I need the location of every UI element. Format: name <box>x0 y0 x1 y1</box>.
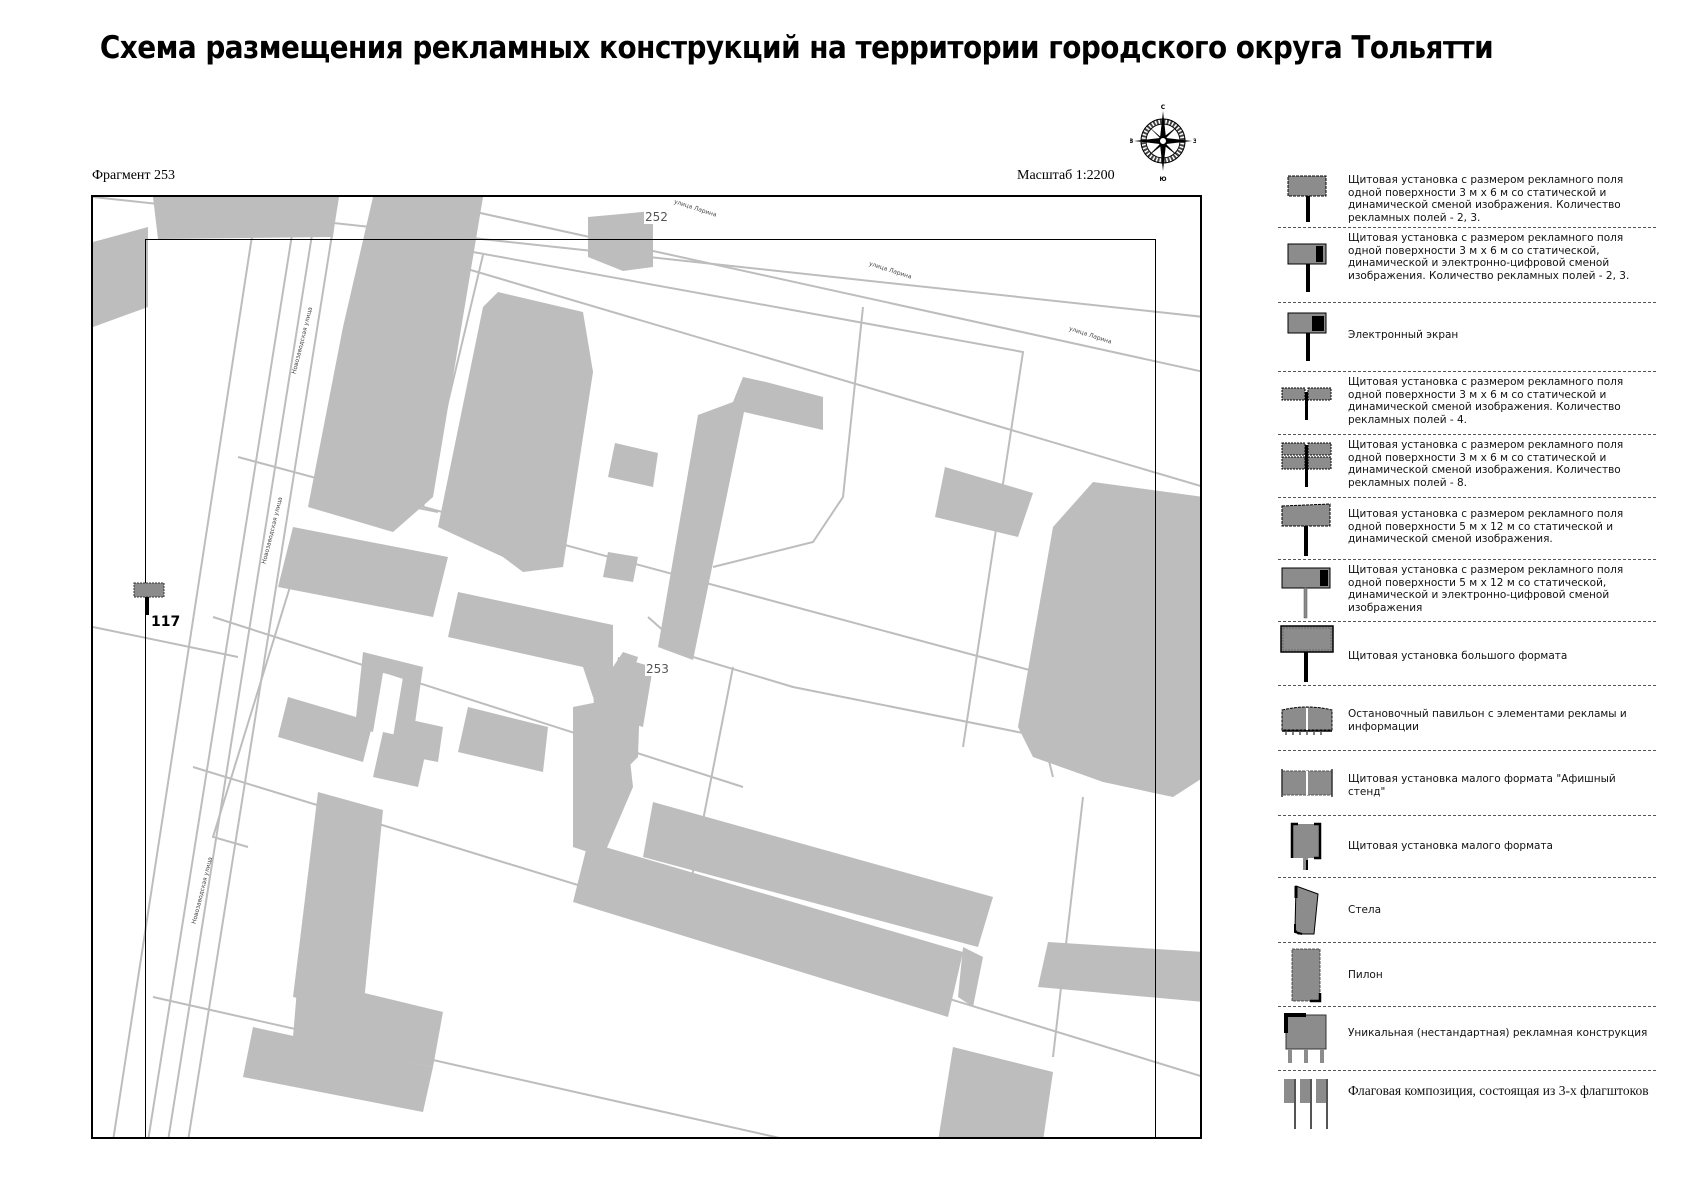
ad-construction-marker-117[interactable] <box>133 582 169 626</box>
fragment-label-253: 253 <box>645 662 670 676</box>
compass-north-label: С <box>1161 104 1166 111</box>
bus-stop-pavilion-icon <box>1281 706 1333 735</box>
legend-item: Электронный экран <box>1278 303 1656 372</box>
billboard-3x6-icon <box>133 582 165 615</box>
fragment-label: Фрагмент 253 <box>92 168 176 183</box>
legend-item: Щитовая установка с размером рекламного … <box>1278 228 1656 303</box>
stele-icon <box>1294 885 1319 935</box>
map-viewport[interactable]: 252 253 улица Ларина улица Ларина улица … <box>91 195 1202 1139</box>
compass-rose-icon: С Ю В З <box>1129 103 1197 183</box>
unique-construction-icon <box>1284 1013 1327 1063</box>
compass-east-label: З <box>1193 138 1196 145</box>
legend-item: Щитовая установка малого формата "Афишны… <box>1278 751 1656 816</box>
roads-layer <box>93 197 1200 1137</box>
billboard-3x6-icon <box>1287 175 1327 222</box>
marker-number: 117 <box>151 614 181 630</box>
poster-stand-icon <box>1281 769 1333 797</box>
compass-south-label: Ю <box>1159 176 1166 183</box>
legend-item: Уникальная (нестандартная) рекламная кон… <box>1278 1007 1656 1071</box>
billboard-8-fields-icon <box>1281 442 1332 487</box>
legend-item: Щитовая установка большого формата <box>1278 622 1656 686</box>
page-title: Схема размещения рекламных конструкций н… <box>99 30 1494 66</box>
large-format-billboard-icon <box>1280 625 1334 682</box>
legend-item: Щитовая установка малого формата <box>1278 816 1656 878</box>
legend-item: Остановочный павильон с элементами рекла… <box>1278 686 1656 751</box>
flag-composition-icon <box>1284 1079 1328 1129</box>
electronic-screen-icon <box>1287 312 1327 361</box>
billboard-5x12-icon <box>1281 503 1331 556</box>
billboard-5x12-digital-icon <box>1281 567 1331 619</box>
compass-west-label: В <box>1130 138 1134 145</box>
small-format-billboard-icon <box>1290 822 1322 870</box>
legend-item: Щитовая установка с размером рекламного … <box>1278 372 1656 435</box>
scale-label: Масштаб 1:2200 <box>1017 168 1115 183</box>
legend-item: Стела <box>1278 878 1656 943</box>
legend-item: Щитовая установка с размером рекламного … <box>1278 435 1656 498</box>
legend-item: Флаговая композиция, состоящая из 3-х фл… <box>1278 1071 1656 1141</box>
legend-item: Щитовая установка с размером рекламного … <box>1278 560 1656 622</box>
pylon-icon <box>1291 948 1322 1003</box>
legend-item: Щитовая установка с размером рекламного … <box>1278 170 1656 228</box>
billboard-4-fields-icon <box>1281 387 1332 420</box>
legend-item: Пилон <box>1278 943 1656 1007</box>
billboard-3x6-digital-icon <box>1287 243 1327 292</box>
fragment-label-252: 252 <box>644 210 669 224</box>
map-base-layer <box>93 197 1200 1137</box>
legend-item: Щитовая установка с размером рекламного … <box>1278 498 1656 560</box>
